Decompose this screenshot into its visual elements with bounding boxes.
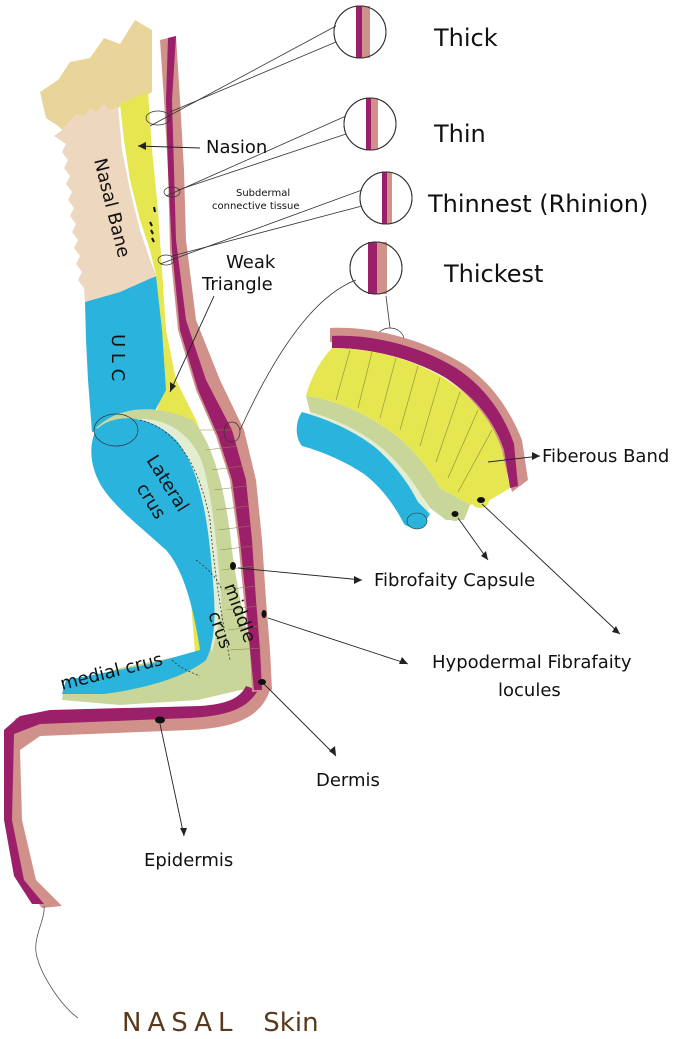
zoom-connectors	[149, 25, 391, 431]
subdermal-label-line2: connective tissue	[212, 201, 300, 212]
thick-label: Thick	[433, 24, 498, 52]
lower-epidermis	[4, 686, 258, 904]
figure-caption: NASAL Skin	[122, 1008, 319, 1038]
fibrous-lobules	[200, 429, 263, 651]
dotted-boundary-medial	[171, 659, 201, 677]
arrow-heads	[138, 142, 620, 836]
hypodermal-label-line1: Hypodermal Fibrafaity	[432, 652, 632, 673]
subdermal-dashes	[149, 206, 156, 243]
thickest-label: Thickest	[443, 260, 543, 288]
ulc-label: U L C	[107, 334, 128, 381]
zoom-circle-thinnest	[359, 171, 413, 225]
fiberous-band-label: Fiberous Band	[542, 446, 669, 467]
dorsal-epidermis	[166, 36, 262, 690]
weak-triangle-label-line2: Triangle	[201, 274, 273, 295]
leader-lines	[137, 145, 621, 837]
columella-tail	[35, 905, 79, 1019]
caption-word-nasal: NASAL	[122, 1008, 239, 1038]
zoom-circle-thin	[343, 97, 397, 151]
thinnest-label: Thinnest (Rhinion)	[427, 190, 648, 218]
thin-label: Thin	[433, 120, 486, 148]
zoom-circle-thickest	[349, 241, 403, 295]
frontal-bone	[40, 20, 152, 138]
hypodermal-label-line2: locules	[498, 680, 561, 701]
lower-dermis	[4, 690, 270, 908]
nasion-label: Nasion	[206, 137, 267, 158]
epidermis-label: Epidermis	[144, 850, 233, 871]
detail-cartilage	[296, 412, 430, 527]
dermis-label: Dermis	[316, 770, 380, 791]
detail-section	[296, 327, 528, 530]
lateral-crus-cartilage	[62, 418, 215, 694]
dotted-boundary-lower	[139, 419, 231, 661]
marker-dots	[155, 562, 267, 724]
dotted-boundary-crus	[195, 559, 223, 591]
detail-fibrous	[306, 348, 510, 505]
detail-epidermis	[332, 335, 518, 488]
weak-triangle-label-line1: Weak	[226, 252, 276, 273]
zoom-circle-thick	[333, 5, 387, 59]
nasal-bone	[54, 104, 156, 302]
upper-lateral-cartilage	[85, 276, 166, 432]
fibrofaity-capsule-label: Fibrofaity Capsule	[374, 570, 535, 591]
caption-word-skin: Skin	[263, 1008, 319, 1038]
subdermal-label-line1: Subdermal	[236, 188, 290, 199]
